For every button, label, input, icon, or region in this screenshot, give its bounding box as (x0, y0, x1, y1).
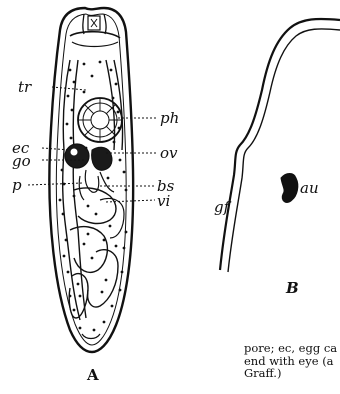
label-au: au (300, 181, 319, 196)
caption-line: pore; ec, egg ca (244, 342, 337, 355)
label-ph: ph (160, 111, 179, 126)
panel-a-letter: A (87, 368, 99, 383)
label-vi: vi (157, 194, 170, 209)
figure-caption: pore; ec, egg ca end with eye (a Graff.) (244, 342, 337, 380)
label-go: go (12, 154, 31, 169)
flatworm-drawing (49, 8, 133, 352)
label-p: p (12, 178, 22, 193)
label-gf: gf (214, 200, 229, 215)
eye-icon (281, 174, 298, 203)
caption-line: Graff.) (244, 367, 337, 380)
panel-b-letter: B (286, 281, 299, 296)
label-ov: ov (160, 146, 178, 161)
head-outline-drawing (220, 19, 340, 272)
label-tr: tr (18, 80, 31, 95)
